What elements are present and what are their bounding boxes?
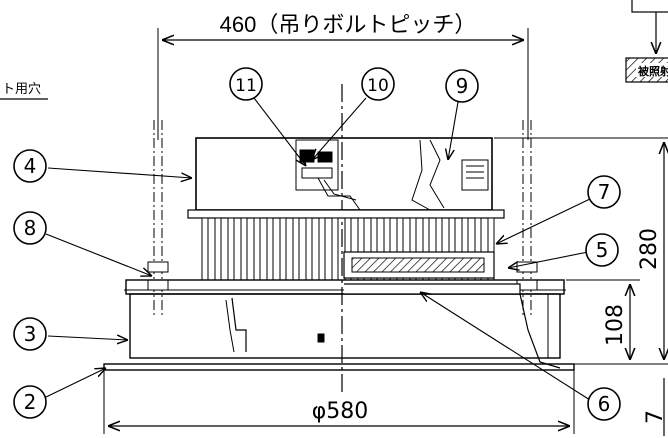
callout-label: 4 xyxy=(24,154,37,178)
top-dimension-label: 460（吊りボルトピッチ） xyxy=(220,12,477,37)
callout-9: 9 xyxy=(445,69,479,103)
hole-note-text: ト用穴 xyxy=(2,81,41,96)
callout-label: 2 xyxy=(24,390,37,414)
callout-4: 4 xyxy=(13,149,47,183)
corner-box: 被照射 xyxy=(625,0,668,83)
callout-3: 3 xyxy=(13,317,47,351)
callout-10: 10 xyxy=(361,67,395,101)
callout-5: 5 xyxy=(585,233,619,267)
callout-11: 11 xyxy=(229,67,263,101)
heat-sink-fin xyxy=(253,217,261,281)
callout-6: 6 xyxy=(587,387,621,421)
hanging-bolts xyxy=(147,120,538,318)
corner-label: 被照射 xyxy=(638,64,668,78)
callout-7: 7 xyxy=(587,175,621,209)
housing xyxy=(124,251,566,369)
dim-108: 108 xyxy=(603,304,628,346)
heat-sink-fin xyxy=(292,217,300,281)
dim-280: 280 xyxy=(637,228,662,270)
callout-label: 10 xyxy=(367,76,389,96)
callout-label: 8 xyxy=(24,216,37,240)
bottom-dimension: φ580 xyxy=(103,370,575,434)
heat-sink-fin xyxy=(305,217,313,281)
heat-sink-fin xyxy=(318,217,326,281)
top-dimension: 460（吊りボルトピッチ） xyxy=(157,12,529,140)
heat-sink-fin xyxy=(214,217,222,281)
callouts: 11 10 9 4 8 7 5 3 2 6 xyxy=(13,67,621,421)
heat-sink-fin xyxy=(201,217,209,281)
callout-label: 7 xyxy=(598,180,611,204)
callout-label: 5 xyxy=(596,238,609,262)
callout-label: 6 xyxy=(598,392,611,416)
dim-7: 7 xyxy=(643,410,668,424)
callout-label: 9 xyxy=(456,74,469,98)
heat-sink-fin xyxy=(331,217,339,281)
power-unit xyxy=(195,137,493,211)
heat-sink-fin xyxy=(279,217,287,281)
callout-8: 8 xyxy=(13,211,47,245)
callout-2: 2 xyxy=(13,385,47,419)
callout-label: 3 xyxy=(24,322,37,346)
heat-sink-fin xyxy=(266,217,274,281)
right-dimensions xyxy=(494,137,668,436)
bottom-dimension-label: φ580 xyxy=(312,399,369,424)
flange xyxy=(103,363,575,371)
callout-leaders xyxy=(43,97,593,401)
callout-label: 11 xyxy=(235,76,257,96)
heat-sink xyxy=(187,209,505,281)
hole-note: ト用穴 xyxy=(0,81,48,100)
heat-sink-fin xyxy=(240,217,248,281)
heat-sink-fin xyxy=(227,217,235,281)
